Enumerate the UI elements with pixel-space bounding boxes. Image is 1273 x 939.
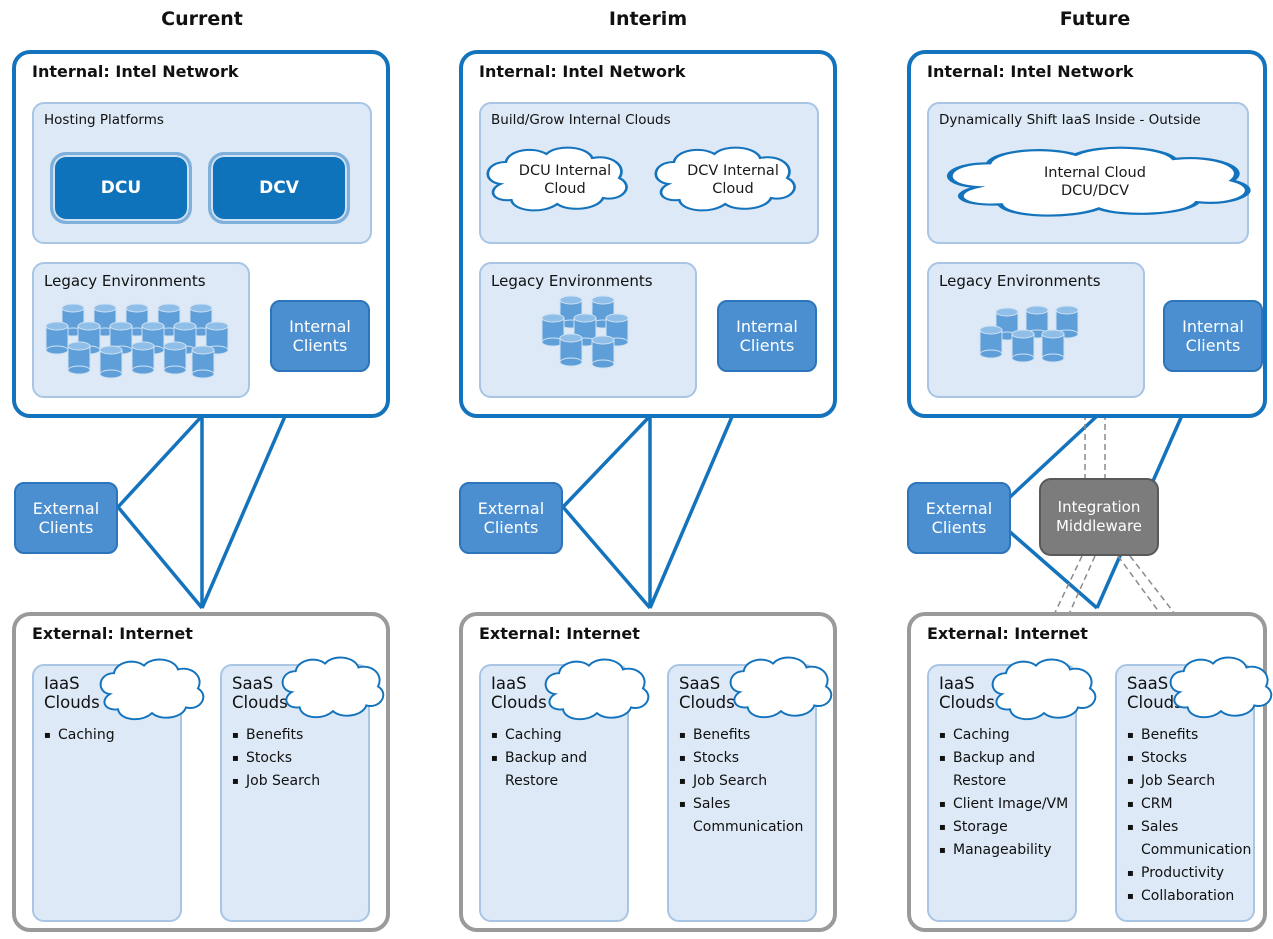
list-item: CRM [1127, 793, 1253, 816]
external-clients-box: External Clients [14, 482, 118, 554]
list-item: Stocks [232, 747, 320, 770]
external-internet-header: External: Internet [479, 624, 640, 643]
iaas-service-list: Caching [44, 724, 115, 747]
external-clients-box: External Clients [459, 482, 563, 554]
list-item: Stocks [1127, 747, 1253, 770]
column-title-current: Current [161, 8, 243, 30]
cloud-icon [991, 656, 1273, 721]
saas-service-list: Benefits Stocks Job Search CRM Sales Com… [1127, 724, 1253, 908]
dcv-internal-cloud-label: DCV Internal Cloud [687, 163, 779, 197]
iaas-service-list: Caching Backup and Restore [491, 724, 627, 793]
saas-clouds-title: SaaS Clouds [679, 674, 735, 712]
external-internet-header: External: Internet [927, 624, 1088, 643]
list-item: Benefits [1127, 724, 1253, 747]
list-item: Caching [491, 724, 627, 747]
integration-middleware-box: Integration Middleware [1039, 478, 1159, 556]
legacy-environments-label: Legacy Environments [939, 272, 1101, 290]
dcv-platform: DCV [208, 152, 350, 224]
database-cylinder-icon [979, 305, 1079, 363]
saas-clouds-panel: SaaS Clouds Benefits Stocks Job Search S… [667, 664, 817, 922]
list-item: Job Search [232, 770, 320, 793]
list-item: Sales Communication [679, 793, 815, 839]
list-item: Caching [44, 724, 115, 747]
legacy-environments-panel: Legacy Environments [927, 262, 1145, 398]
saas-clouds-title: SaaS Clouds [232, 674, 288, 712]
iaas-clouds-title: IaaS Clouds [44, 674, 100, 712]
legacy-environments-panel: Legacy Environments [32, 262, 250, 398]
iaas-clouds-title: IaaS Clouds [491, 674, 547, 712]
list-item: Manageability [939, 839, 1075, 862]
internal-clouds-label: Build/Grow Internal Clouds [491, 112, 671, 128]
internal-cloud-dcu-dcv-label: Internal Cloud DCU/DCV [1044, 165, 1146, 199]
hosting-platforms-panel: Hosting Platforms DCU DCV [32, 102, 372, 244]
internal-network-header: Internal: Intel Network [32, 62, 239, 81]
internal-clients-box: Internal Clients [1163, 300, 1263, 372]
external-internet-header: External: Internet [32, 624, 193, 643]
saas-service-list: Benefits Stocks Job Search Sales Communi… [679, 724, 815, 839]
cloud-icon [544, 656, 833, 721]
dcu-internal-cloud-label: DCU Internal Cloud [518, 163, 612, 197]
legacy-environments-label: Legacy Environments [44, 272, 206, 290]
column-title-future: Future [1059, 8, 1131, 30]
column-title-interim: Interim [608, 8, 688, 30]
iaas-service-list: Caching Backup and Restore Client Image/… [939, 724, 1075, 862]
internal-clients-box: Internal Clients [717, 300, 817, 372]
list-item: Benefits [679, 724, 815, 747]
internal-network-header: Internal: Intel Network [479, 62, 686, 81]
list-item: Benefits [232, 724, 320, 747]
hosting-platforms-label: Hosting Platforms [44, 112, 164, 128]
legacy-environments-label: Legacy Environments [491, 272, 653, 290]
list-item: Storage [939, 816, 1075, 839]
list-item: Caching [939, 724, 1075, 747]
list-item: Backup and Restore [491, 747, 627, 793]
saas-clouds-title: SaaS Clouds [1127, 674, 1183, 712]
dcu-platform: DCU [50, 152, 192, 224]
saas-service-list: Benefits Stocks Job Search [232, 724, 320, 793]
list-item: Sales Communication [1127, 816, 1253, 862]
list-item: Job Search [679, 770, 815, 793]
list-item: Productivity [1127, 862, 1253, 885]
list-item: Stocks [679, 747, 815, 770]
database-cylinder-icon [45, 303, 229, 379]
list-item: Backup and Restore [939, 747, 1075, 793]
internal-network-header: Internal: Intel Network [927, 62, 1134, 81]
list-item: Collaboration [1127, 885, 1253, 908]
database-cylinder-icon [541, 295, 629, 369]
iaas-clouds-title: IaaS Clouds [939, 674, 995, 712]
list-item: Client Image/VM [939, 793, 1075, 816]
dynamic-shift-label: Dynamically Shift IaaS Inside - Outside [939, 112, 1201, 128]
cloud-icon [99, 656, 385, 721]
internal-clients-box: Internal Clients [270, 300, 370, 372]
list-item: Job Search [1127, 770, 1253, 793]
internal-network-box: Internal: Intel Network Hosting Platform… [12, 50, 390, 418]
external-clients-box: External Clients [907, 482, 1011, 554]
